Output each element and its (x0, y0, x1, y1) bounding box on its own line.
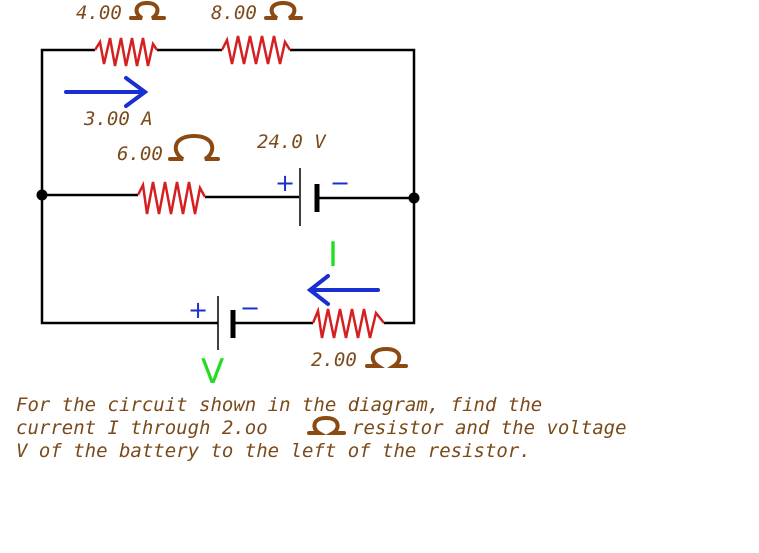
bottom-wire-right (384, 198, 416, 325)
question-line-1: For the circuit shown in the diagram, fi… (16, 394, 542, 416)
question-text: For the circuit shown in the diagram, fi… (16, 394, 627, 462)
left-junction-node (36, 189, 48, 201)
label-r-top-left: 4.00 (76, 2, 122, 24)
ohm-icon-question (307, 415, 346, 435)
battery-middle (299, 168, 320, 226)
label-r-bottom: 2.00 (311, 349, 357, 371)
ohm-icon-bottom (365, 346, 408, 368)
battery-middle-plus: + (275, 169, 295, 197)
question-line-2a: current I through 2.oo (16, 417, 268, 439)
right-junction-node (408, 192, 420, 204)
top-wire (40, 48, 95, 198)
battery-bottom-minus: − (240, 294, 260, 322)
label-unknown-voltage: V (201, 352, 224, 392)
question-line-3: V of the battery to the left of the resi… (16, 440, 531, 462)
bottom-wire-left (40, 198, 218, 325)
current-arrow-right (64, 76, 149, 108)
resistor-bottom (311, 306, 385, 339)
top-wire-right (290, 48, 416, 198)
label-unknown-current: I (328, 235, 338, 275)
battery-bottom-plus: + (188, 296, 208, 324)
label-battery-middle: 24.0 V (257, 131, 327, 153)
battery-middle-minus: − (330, 169, 350, 197)
current-arrow-left (306, 274, 380, 306)
resistor-top-right (220, 35, 292, 65)
label-r-middle: 6.00 (117, 143, 163, 165)
resistor-top-left (93, 37, 159, 67)
question-line-2b: resistor and the voltage (352, 417, 627, 439)
resistor-middle (136, 180, 207, 215)
ohm-icon-top-left (129, 0, 166, 20)
ohm-icon-middle (168, 133, 220, 161)
battery-bottom (217, 296, 236, 350)
wires (40, 48, 416, 325)
label-current-known: 3.00 A (83, 108, 153, 130)
ohm-icon-top-right (264, 0, 303, 20)
label-r-top-right: 8.00 (211, 2, 257, 24)
